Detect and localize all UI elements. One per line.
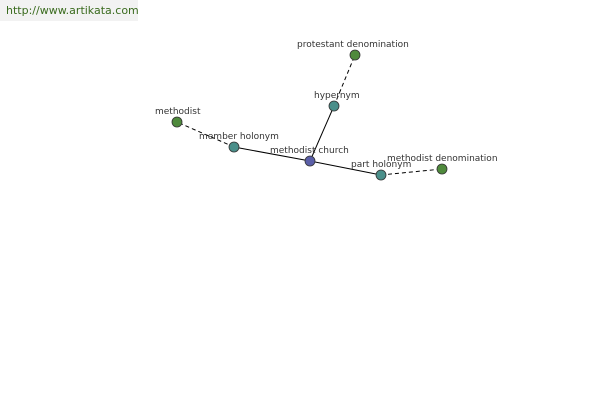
edge-part-holonym-to-methodist-denomination: [380, 168, 443, 176]
node-methodist[interactable]: [171, 116, 183, 128]
node-label-member-holonym: member holonym: [199, 132, 279, 142]
edge-hypernym-to-protestant-denomination: [333, 54, 356, 107]
node-methodist-denomination[interactable]: [436, 163, 448, 175]
node-label-part-holonym: part holonym: [351, 160, 411, 170]
node-member-holonym[interactable]: [228, 141, 240, 153]
node-methodist-church[interactable]: [304, 155, 316, 167]
node-label-methodist-denomination: methodist denomination: [387, 154, 498, 164]
node-hypernym[interactable]: [328, 100, 340, 112]
edge-methodist-church-to-part-holonym: [309, 160, 382, 176]
node-part-holonym[interactable]: [375, 169, 387, 181]
edge-methodist-church-to-hypernym: [309, 105, 335, 162]
node-label-hypernym: hypernym: [314, 91, 360, 101]
edge-member-holonym-to-methodist: [176, 121, 235, 148]
node-label-methodist-church: methodist church: [270, 146, 349, 156]
site-link[interactable]: http://www.artikata.com: [0, 0, 139, 21]
edge-methodist-church-to-member-holonym: [233, 146, 311, 162]
node-label-methodist: methodist: [155, 107, 201, 117]
node-protestant-denomination[interactable]: [349, 49, 361, 61]
node-label-protestant-denomination: protestant denomination: [297, 40, 409, 50]
